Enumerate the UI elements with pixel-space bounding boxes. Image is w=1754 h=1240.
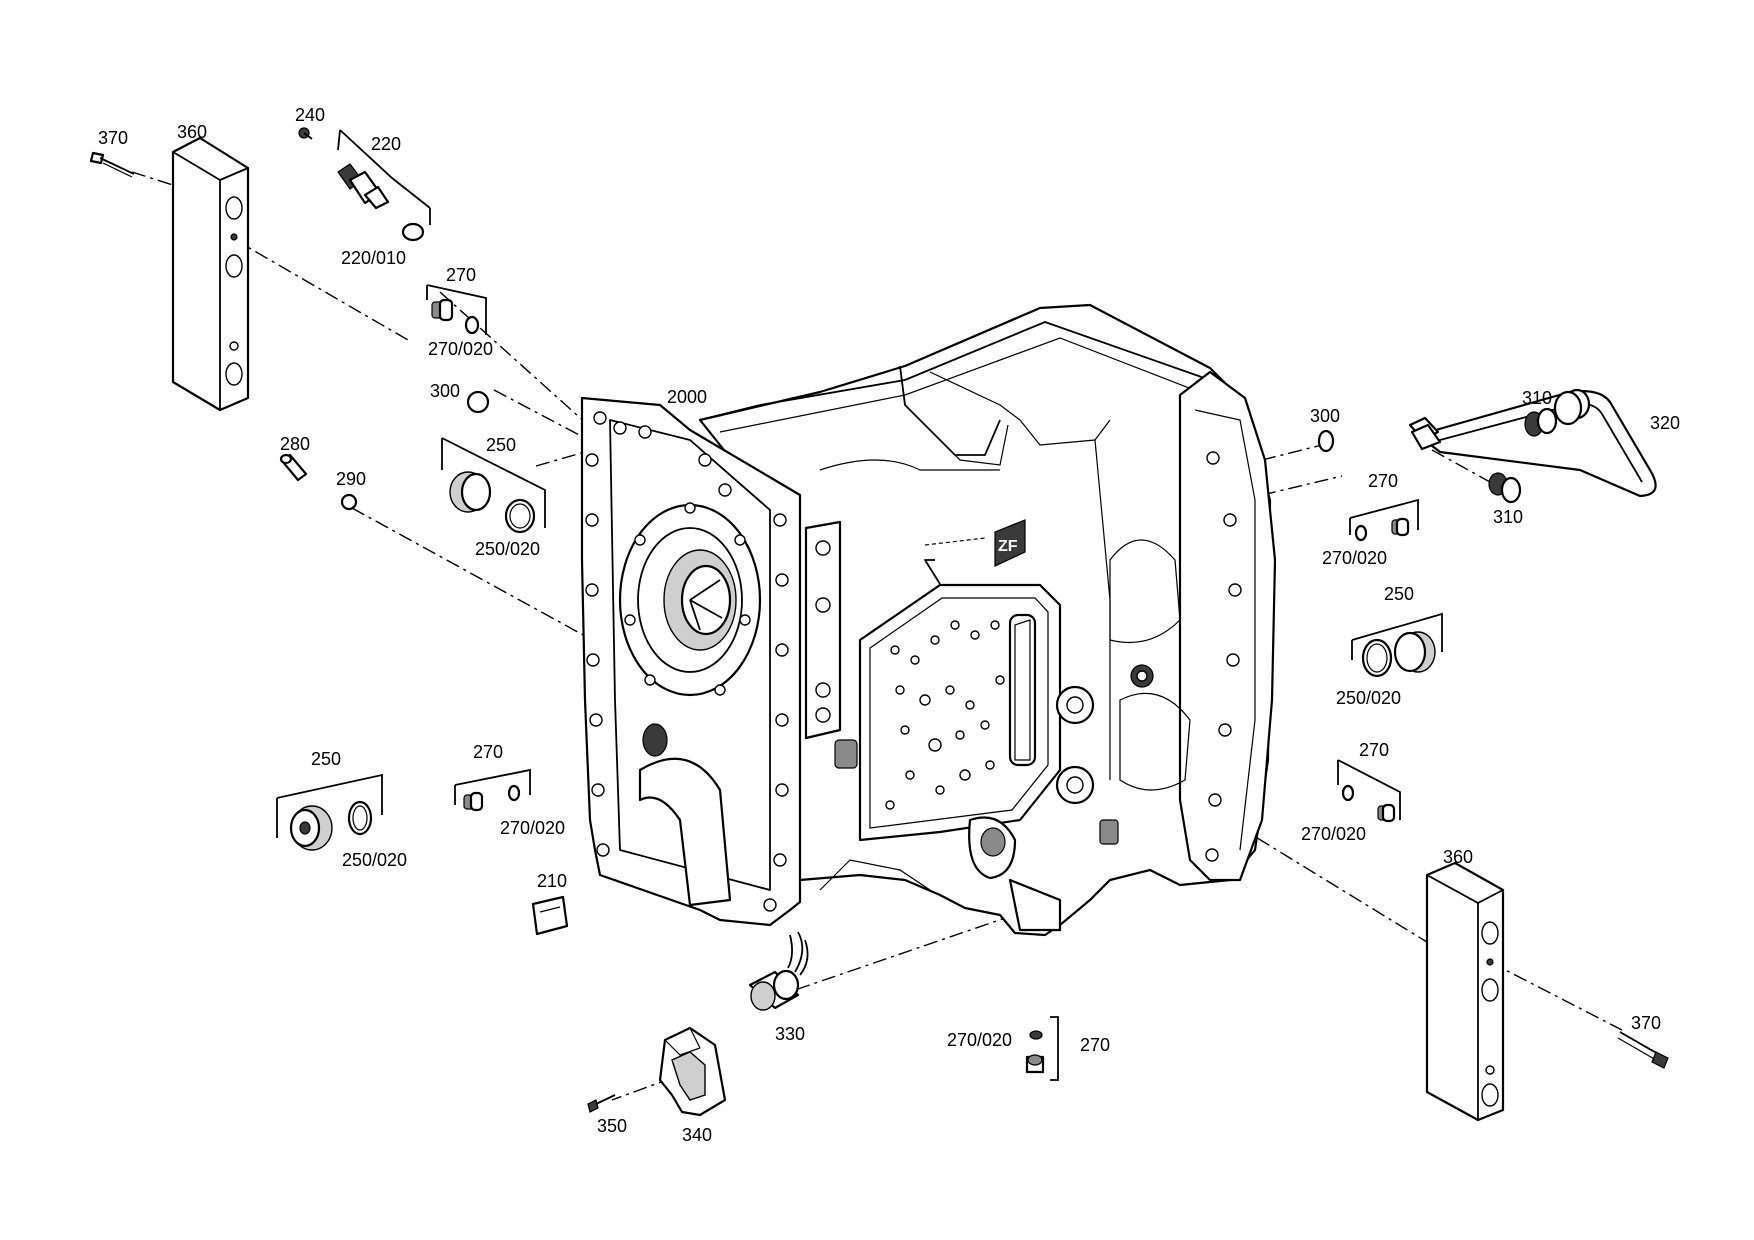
- callout-370-bottom: 370: [1631, 1013, 1661, 1033]
- callout-labels: 370 360 240 220 220/010 270 270/020 300 …: [98, 105, 1680, 1145]
- callout-250-020-b: 250/020: [1336, 688, 1401, 708]
- plug-250-b: [1351, 612, 1443, 678]
- callout-340: 340: [682, 1125, 712, 1145]
- callout-250-b: 250: [1384, 584, 1414, 604]
- plug-250-a: [441, 437, 546, 534]
- zf-badge-text: ZF: [998, 538, 1018, 555]
- pin-280: [279, 453, 308, 482]
- pipe-320: [1408, 388, 1657, 498]
- callout-310-top: 310: [1522, 388, 1552, 408]
- zf-badge: ZF: [994, 519, 1026, 567]
- callout-280: 280: [280, 434, 310, 454]
- bolt-370-bottom: [1617, 1031, 1669, 1069]
- transmission-housing: ZF: [580, 303, 1277, 937]
- callout-360-top: 360: [177, 122, 207, 142]
- block-360-bottom: [1425, 861, 1505, 1122]
- callout-270-020-c: 270/020: [500, 818, 565, 838]
- plate-210: [531, 895, 569, 936]
- callout-360-bottom: 360: [1443, 847, 1473, 867]
- plug-270-d: [1337, 759, 1401, 823]
- callout-270-b: 270: [1368, 471, 1398, 491]
- bore-flange-bolts: [624, 502, 751, 696]
- oring-300-left: [466, 390, 490, 414]
- callout-210: 210: [537, 871, 567, 891]
- callout-270-020-b: 270/020: [1322, 548, 1387, 568]
- callout-330: 330: [775, 1024, 805, 1044]
- bolt-350: [587, 1094, 616, 1113]
- callout-270-020-a: 270/020: [428, 339, 493, 359]
- callout-250-c: 250: [311, 749, 341, 769]
- callout-240: 240: [295, 105, 325, 125]
- control-plate-holes: [885, 620, 1005, 810]
- callout-2000: 2000: [667, 387, 707, 407]
- callout-270-c: 270: [473, 742, 503, 762]
- clamp-340: [658, 1026, 727, 1117]
- left-flange-bolts: [585, 411, 789, 912]
- oring-290: [340, 493, 358, 511]
- plug-270-e: [1025, 1016, 1059, 1081]
- callout-290: 290: [336, 469, 366, 489]
- callout-350: 350: [597, 1116, 627, 1136]
- bolt-370-top: [89, 151, 135, 178]
- callout-270-e: 270: [1080, 1035, 1110, 1055]
- plug-270-a: [426, 284, 487, 335]
- callout-370-top: 370: [98, 128, 128, 148]
- plug-250-c: [276, 773, 383, 851]
- callout-270-a: 270: [446, 265, 476, 285]
- callout-250-a: 250: [486, 435, 516, 455]
- callout-270-d: 270: [1359, 740, 1389, 760]
- callout-270-020-e: 270/020: [947, 1030, 1012, 1050]
- callout-300-right: 300: [1310, 406, 1340, 426]
- screw-240: [298, 127, 313, 140]
- right-flange-bolts: [1205, 451, 1242, 862]
- connector-330: [748, 931, 809, 1011]
- sensor-220: [337, 129, 431, 242]
- plug-270-b: [1349, 498, 1419, 542]
- fitting-310-bottom: [1488, 472, 1522, 504]
- callout-310-bottom: 310: [1493, 507, 1523, 527]
- callout-250-020-a: 250/020: [475, 539, 540, 559]
- plug-270-c: [454, 768, 531, 812]
- oring-300-right: [1317, 429, 1335, 453]
- callout-300-left: 300: [430, 381, 460, 401]
- fitting-310-top: [1524, 407, 1558, 437]
- callout-220-010: 220/010: [341, 248, 406, 268]
- callout-250-020-c: 250/020: [342, 850, 407, 870]
- callout-220: 220: [371, 134, 401, 154]
- block-360-top: [171, 136, 250, 412]
- callout-270-020-d: 270/020: [1301, 824, 1366, 844]
- callout-320: 320: [1650, 413, 1680, 433]
